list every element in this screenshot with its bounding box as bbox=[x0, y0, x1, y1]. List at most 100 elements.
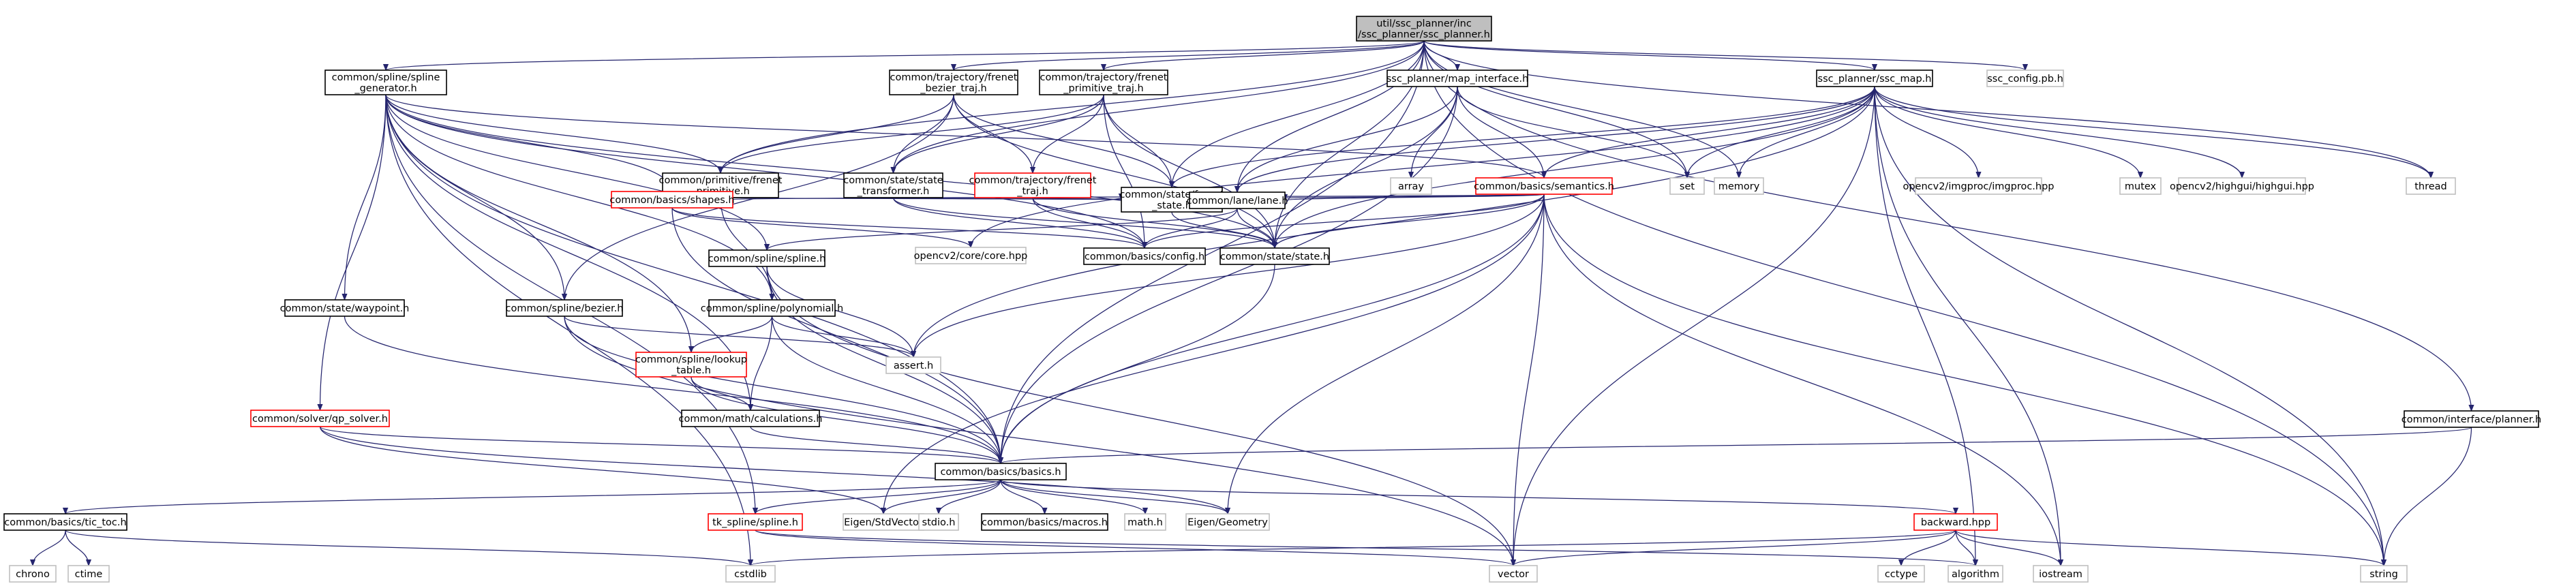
node-tk_spline[interactable]: tk_spline/spline.h bbox=[708, 513, 803, 531]
edge-semantics-to-config bbox=[1145, 194, 1545, 249]
node-box-frenet_prim_traj bbox=[1039, 70, 1168, 95]
node-backward[interactable]: backward.hpp bbox=[1913, 513, 1998, 531]
node-ssc_map[interactable]: ssc_planner/ssc_map.h bbox=[1816, 70, 1933, 87]
node-box-state_transformer bbox=[843, 172, 943, 198]
edge-root-to-frenet_prim bbox=[721, 40, 1425, 173]
edge-frenet_bezier-to-state_transformer bbox=[894, 94, 954, 173]
node-vector: vector bbox=[1489, 565, 1538, 583]
node-label-frenet_state-1: _state.h bbox=[1151, 200, 1192, 211]
edge-basics-to-tic_toc bbox=[65, 479, 1001, 514]
node-lookup[interactable]: common/spline/lookup_table.h bbox=[635, 352, 747, 378]
node-box-algorithm bbox=[1948, 565, 2003, 583]
node-lane[interactable]: common/lane/lane.h bbox=[1187, 191, 1288, 209]
node-map_interface[interactable]: ssc_planner/map_interface.h bbox=[1387, 70, 1529, 87]
node-frenet_bezier[interactable]: common/trajectory/frenet_bezier_traj.h bbox=[889, 70, 1018, 95]
edge-frenet_bezier-to-frenet_traj bbox=[953, 94, 1033, 173]
node-eigen_stdvector: Eigen/StdVector bbox=[843, 513, 924, 531]
edge-polynomial-to-basics bbox=[771, 316, 1001, 463]
edge-map_interface-to-state bbox=[1275, 86, 1458, 248]
edge-ssc_map-to-set bbox=[1687, 86, 1875, 178]
node-polynomial[interactable]: common/spline/polynomial.h bbox=[701, 299, 843, 317]
node-spline[interactable]: common/spline/spline.h bbox=[708, 249, 826, 267]
node-box-shapes bbox=[611, 191, 733, 209]
edge-ssc_map-to-mutex bbox=[1874, 86, 2140, 178]
edge-planner-to-basics bbox=[1001, 427, 2472, 464]
node-box-thread bbox=[2406, 177, 2456, 195]
edge-frenet_prim-to-polynomial bbox=[720, 197, 772, 300]
node-box-polynomial bbox=[708, 299, 836, 317]
node-shapes[interactable]: common/basics/shapes.h bbox=[609, 191, 735, 209]
edge-bezier-to-basics bbox=[564, 316, 1001, 463]
edge-ssc_map-to-highgui bbox=[1874, 86, 2242, 178]
edge-ssc_map-to-frenet_state bbox=[1172, 86, 1875, 187]
node-math: math.h bbox=[1124, 513, 1166, 531]
node-qp_solver[interactable]: common/solver/qp_solver.h bbox=[250, 410, 390, 427]
edge-spline-to-vector bbox=[766, 266, 1513, 566]
edge-spline-to-basics bbox=[766, 266, 1001, 463]
node-basics[interactable]: common/basics/basics.h bbox=[935, 463, 1067, 480]
node-label-assert-0: assert.h bbox=[894, 360, 933, 371]
node-box-assert bbox=[885, 356, 941, 374]
node-label-eigen_geometry-0: Eigen/Geometry bbox=[1187, 517, 1268, 528]
node-label-eigen_stdvector-0: Eigen/StdVector bbox=[844, 517, 923, 528]
node-box-config bbox=[1083, 247, 1206, 265]
node-label-stdio-0: stdio.h bbox=[922, 517, 956, 528]
edge-ssc_map-to-opencv_core bbox=[971, 86, 1875, 247]
edge-ssc_map-to-algorithm bbox=[1874, 86, 1975, 566]
node-label-waypoint-0: common/state/waypoint.h bbox=[280, 303, 410, 314]
node-box-chrono bbox=[9, 565, 57, 583]
node-label-tic_toc-0: common/basics/tic_toc.h bbox=[4, 517, 126, 528]
node-box-mutex bbox=[2119, 177, 2162, 195]
edge-spline_gen-to-state bbox=[385, 94, 1275, 248]
node-box-cctype bbox=[1877, 565, 1925, 583]
edge-ssc_map-to-imgproc bbox=[1874, 86, 1979, 178]
node-layer: util/ssc_planner/inc/ssc_planner/ssc_pla… bbox=[3, 16, 2541, 583]
node-imgproc: opencv2/imgproc/imgproc.hpp bbox=[1903, 177, 2055, 195]
node-bezier[interactable]: common/spline/bezier.h bbox=[506, 299, 624, 317]
node-label-ctime-0: ctime bbox=[75, 569, 103, 580]
node-spline_gen[interactable]: common/spline/spline_generator.h bbox=[324, 70, 447, 95]
node-label-planner-0: common/interface/planner.h bbox=[2401, 414, 2541, 425]
edge-ssc_map-to-lane bbox=[1237, 86, 1875, 192]
node-box-tic_toc bbox=[3, 513, 127, 531]
node-opencv_core: opencv2/core/core.hpp bbox=[914, 247, 1027, 264]
edge-tk_spline-to-vector bbox=[755, 529, 1513, 566]
node-label-array-0: array bbox=[1398, 181, 1424, 192]
node-label-frenet_bezier-0: common/trajectory/frenet bbox=[890, 72, 1018, 83]
edge-spline_gen-to-waypoint bbox=[345, 94, 387, 300]
node-box-root bbox=[1356, 16, 1492, 42]
node-frenet_prim_traj[interactable]: common/trajectory/frenet_primitive_traj.… bbox=[1039, 70, 1168, 95]
node-calculations[interactable]: common/math/calculations.h bbox=[679, 410, 823, 427]
edge-spline_gen-to-qp_solver bbox=[320, 94, 387, 410]
edge-root-to-spline_gen bbox=[386, 40, 1425, 71]
node-box-imgproc bbox=[1915, 177, 2042, 195]
edge-spline_gen-to-bezier bbox=[385, 94, 564, 300]
node-box-frenet_traj bbox=[974, 172, 1091, 198]
node-box-highgui bbox=[2178, 177, 2306, 195]
node-frenet_traj[interactable]: common/trajectory/frenet_traj.h bbox=[969, 172, 1097, 198]
node-label-lookup-0: common/spline/lookup bbox=[635, 354, 747, 365]
node-label-memory-0: memory bbox=[1718, 181, 1760, 192]
node-tic_toc[interactable]: common/basics/tic_toc.h bbox=[3, 513, 127, 531]
node-waypoint[interactable]: common/state/waypoint.h bbox=[280, 299, 410, 317]
node-planner[interactable]: common/interface/planner.h bbox=[2401, 410, 2541, 428]
node-semantics[interactable]: common/basics/semantics.h bbox=[1474, 177, 1614, 195]
node-box-calculations bbox=[681, 410, 820, 427]
node-root[interactable]: util/ssc_planner/inc/ssc_planner/ssc_pla… bbox=[1356, 16, 1492, 42]
edge-qp_solver-to-eigen_geometry bbox=[319, 426, 1228, 514]
edge-spline_gen-to-config bbox=[385, 94, 1145, 248]
node-box-semantics bbox=[1475, 177, 1613, 195]
edge-frenet_bezier-to-frenet_state bbox=[953, 94, 1172, 187]
edge-waypoint-to-basics bbox=[344, 316, 1001, 463]
node-config[interactable]: common/basics/config.h bbox=[1083, 247, 1206, 265]
edge-root-to-string bbox=[1423, 40, 2384, 566]
node-box-macros bbox=[981, 513, 1108, 531]
node-box-math bbox=[1124, 513, 1166, 531]
node-state_transformer[interactable]: common/state/state_transformer.h bbox=[843, 172, 943, 198]
node-iostream: iostream bbox=[2033, 565, 2089, 583]
node-label-ssc_map-0: ssc_planner/ssc_map.h bbox=[1818, 74, 1932, 84]
edge-semantics-to-eigen_stdvector bbox=[883, 194, 1545, 514]
node-state[interactable]: common/state/state.h bbox=[1219, 247, 1330, 265]
node-macros[interactable]: common/basics/macros.h bbox=[981, 513, 1108, 531]
node-box-map_interface bbox=[1387, 70, 1528, 87]
